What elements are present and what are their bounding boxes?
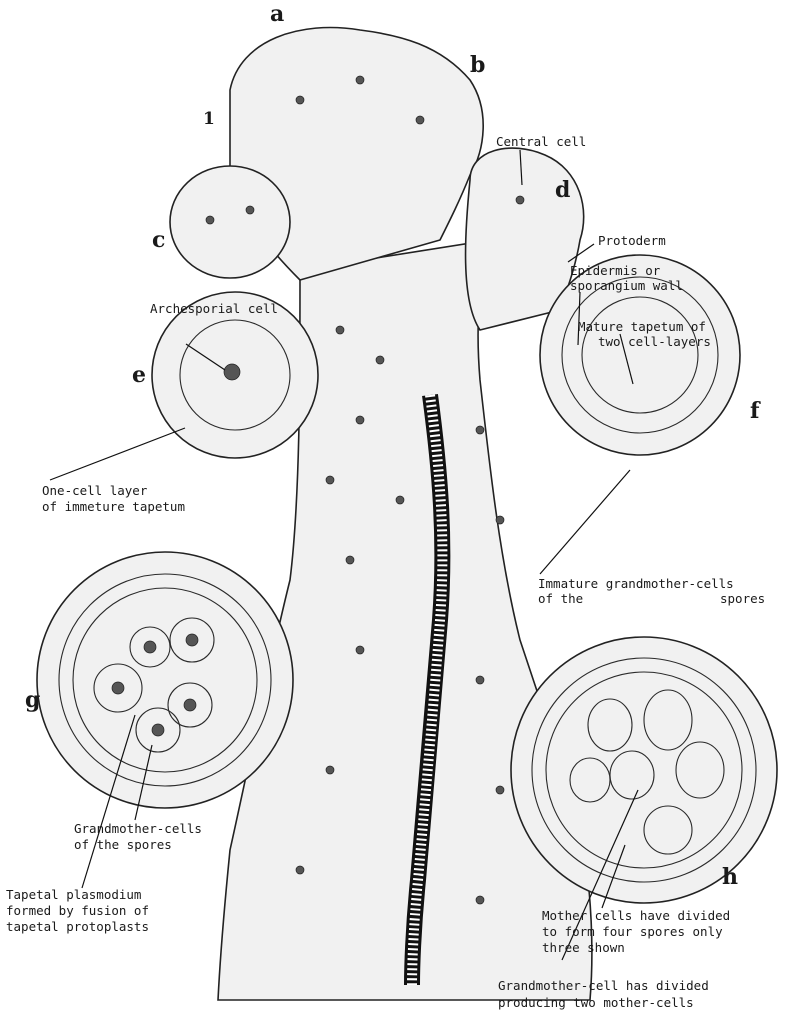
- label-archesporial: Archesporial cell: [150, 301, 278, 316]
- label-gm-div-1: Grandmother-cell has divided: [498, 978, 709, 993]
- label-one-cell-layer-2: of immeture tapetum: [42, 499, 185, 514]
- label-gm-cells-2: of the spores: [74, 837, 172, 852]
- label-epidermis-1: Epidermis or: [570, 263, 661, 278]
- label-h: h: [722, 864, 738, 890]
- sporangium-g: [37, 552, 293, 808]
- label-immature-gm-2a: of the: [538, 591, 583, 606]
- label-mature-tapetum-1: Mature tapetum of: [578, 319, 706, 334]
- label-protoderm: Protoderm: [598, 233, 666, 248]
- label-mother-div-1: Mother cells have divided: [542, 908, 730, 923]
- label-immature-gm-2b: spores: [720, 591, 765, 606]
- label-c: c: [152, 227, 165, 253]
- sporangium-e: [152, 292, 318, 458]
- label-d: d: [555, 177, 570, 203]
- label-mother-div-2: to form four spores only: [542, 924, 723, 939]
- label-one: 1: [203, 109, 215, 129]
- label-g: g: [25, 687, 40, 713]
- label-a: a: [270, 1, 284, 27]
- label-f: f: [750, 398, 761, 424]
- label-central-cell: Central cell: [496, 134, 586, 149]
- label-tapetal-3: tapetal protoplasts: [6, 919, 149, 934]
- label-gm-cells-1: Grandmother-cells: [74, 821, 202, 836]
- lobe-c: [170, 166, 290, 278]
- label-tapetal-1: Tapetal plasmodium: [6, 887, 141, 902]
- label-gm-div-2: producing two mother-cells: [498, 995, 694, 1010]
- label-tapetal-2: formed by fusion of: [6, 903, 149, 918]
- label-epidermis-2: sporangium wall: [570, 278, 683, 293]
- label-e: e: [132, 362, 146, 388]
- label-b: b: [470, 52, 485, 78]
- label-one-cell-layer-1: One-cell layer: [42, 483, 148, 498]
- label-mother-div-3: three shown: [542, 940, 625, 955]
- label-mature-tapetum-2: two cell-layers: [598, 334, 711, 349]
- label-immature-gm-1: Immature grandmother-cells: [538, 576, 734, 591]
